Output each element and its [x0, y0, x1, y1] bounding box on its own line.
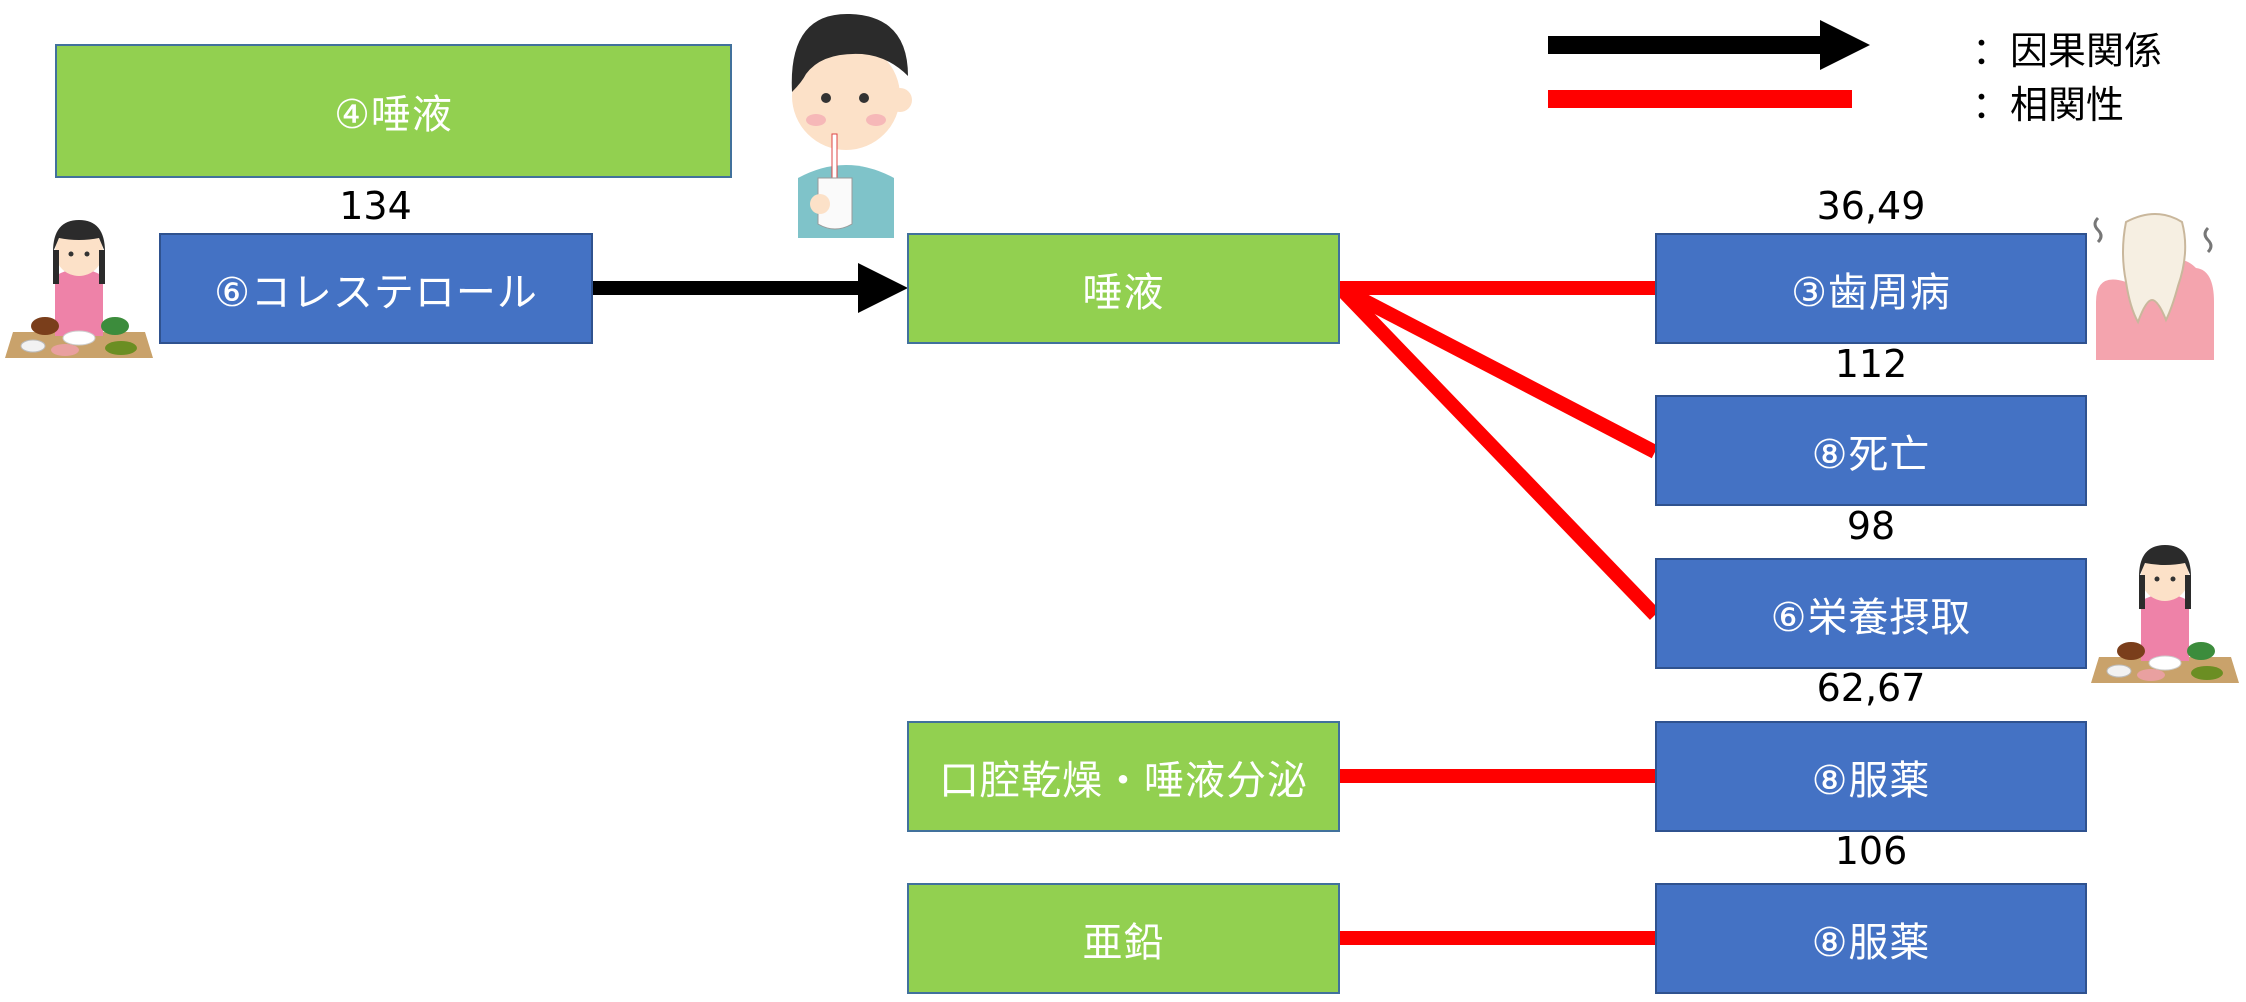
node-dry-mouth: 口腔乾燥・唾液分泌: [907, 721, 1340, 832]
periodontal-tooth-icon: [2093, 213, 2214, 360]
correlation-saliva-nutrition: [1334, 283, 1661, 620]
node-nutrition: ⑥栄養摂取: [1655, 558, 2087, 669]
ref-cholesterol: 134: [339, 184, 412, 228]
ref-medication-1: 62,67: [1816, 666, 1926, 710]
node-zinc: 亜鉛: [907, 883, 1340, 994]
causal-arrow-cholesterol-to-saliva: [593, 263, 908, 313]
node-saliva-label: 唾液: [1082, 269, 1165, 316]
correlation-saliva-death: [1336, 281, 1659, 459]
node-medication-2-label: ⑧服薬: [1811, 919, 1931, 966]
ref-death: 112: [1834, 342, 1908, 386]
node-death-label: ⑧死亡: [1811, 431, 1931, 478]
node-medication-2: ⑧服薬: [1655, 883, 2087, 994]
node-medication-1: ⑧服薬: [1655, 721, 2087, 832]
node-medication-1-label: ⑧服薬: [1811, 757, 1931, 804]
header-box-saliva: ④唾液: [55, 44, 732, 178]
saliva-test-man-icon: [791, 13, 912, 238]
eating-woman-icon: [2091, 545, 2239, 683]
legend-causal-arrow: [1548, 20, 1870, 70]
eating-woman-icon: [5, 220, 153, 358]
node-zinc-label: 亜鉛: [1082, 919, 1165, 966]
legend-causal-label: ：因果関係: [1972, 29, 2163, 73]
node-periodontal-label: ③歯周病: [1791, 269, 1951, 316]
node-cholesterol: ⑥コレステロール: [159, 233, 593, 344]
header-box-label: ④唾液: [334, 92, 453, 138]
node-dry-mouth-label: 口腔乾燥・唾液分泌: [939, 757, 1308, 804]
legend-correlation-label: ：相関性: [1972, 83, 2125, 127]
ref-periodontal: 36,49: [1816, 184, 1926, 228]
node-nutrition-label: ⑥栄養摂取: [1770, 594, 1972, 641]
node-periodontal: ③歯周病: [1655, 233, 2087, 344]
node-saliva: 唾液: [907, 233, 1340, 344]
ref-medication-2: 106: [1834, 829, 1908, 873]
ref-nutrition: 98: [1846, 504, 1896, 548]
node-death: ⑧死亡: [1655, 395, 2087, 506]
node-cholesterol-label: ⑥コレステロール: [214, 269, 538, 316]
